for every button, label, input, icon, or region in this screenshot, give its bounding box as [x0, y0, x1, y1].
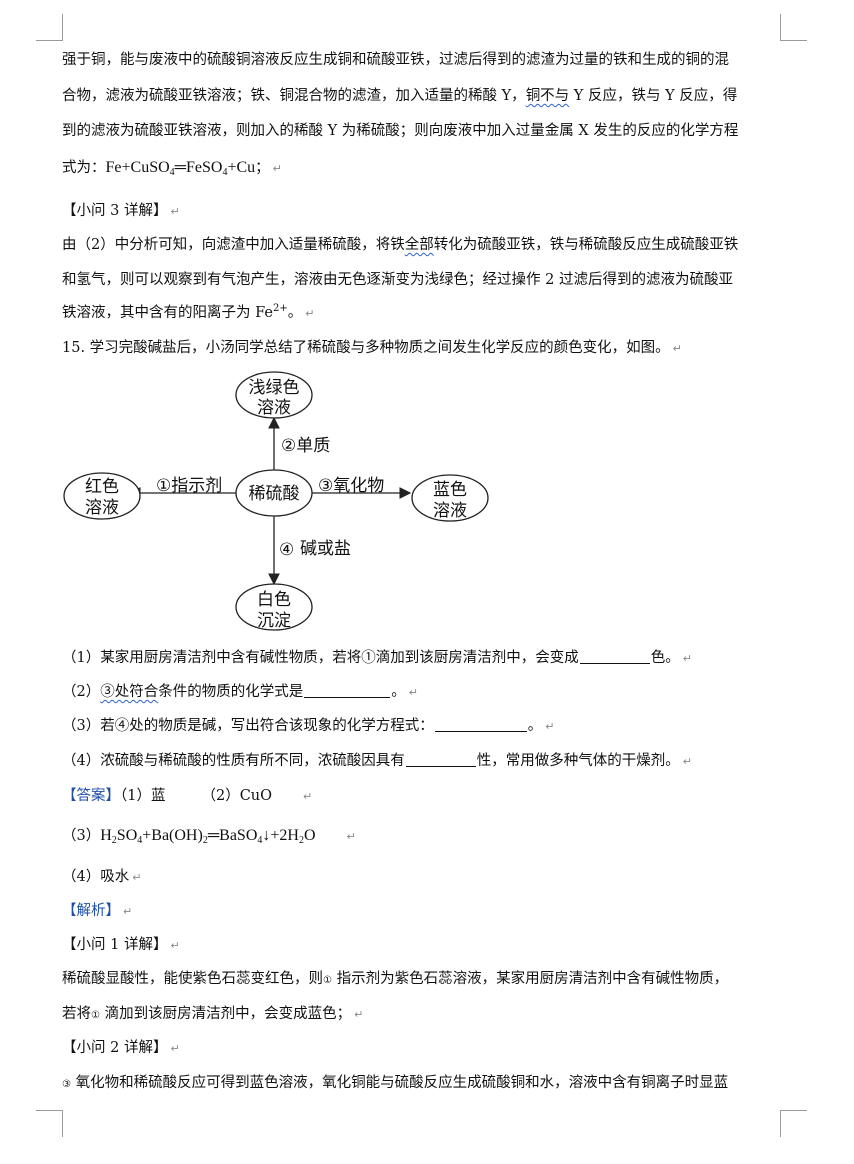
paragraph-mark-icon: ↵	[545, 720, 555, 733]
node-right-label-1: 蓝色	[433, 480, 467, 500]
chemical-equation: Fe+CuSO4═FeSO4+Cu	[105, 159, 256, 178]
grammar-flag: 铜不与	[525, 88, 570, 104]
node-left-label-2: 溶液	[85, 498, 119, 518]
text-line-8: 铁溶液，其中含有的阳离子为 Fe2+。↵	[62, 303, 315, 321]
answer-blank	[579, 649, 650, 664]
arrow-right-label: ③氧化物	[318, 476, 384, 496]
node-left-label-1: 红色	[85, 477, 119, 497]
arrow-down-number: ④	[279, 540, 294, 560]
arrow-up-label: ②单质	[281, 436, 330, 456]
answer-blank	[434, 717, 527, 732]
text-line-4: 式为：Fe+CuSO4═FeSO4+Cu；↵	[62, 159, 282, 178]
paragraph-mark-icon: ↵	[132, 871, 142, 884]
paragraph-mark-icon: ↵	[123, 905, 133, 918]
grammar-flag: ③处符合	[100, 684, 159, 700]
node-top-label-2: 溶液	[257, 398, 291, 418]
arrow-down-label: 碱或盐	[300, 539, 351, 559]
crop-mark-top-right	[780, 14, 807, 41]
paragraph-mark-icon: ↵	[170, 939, 180, 952]
section-heading-q2: 【小问 2 详解】↵	[62, 1040, 180, 1056]
crop-mark-top-left	[36, 14, 63, 41]
paragraph-mark-icon: ↵	[170, 1042, 180, 1055]
node-top	[235, 371, 313, 419]
paragraph-mark-icon: ↵	[303, 790, 313, 803]
text-line-3: 到的滤液为硫酸亚铁溶液，则加入的稀酸 Y 为稀硫酸；则向废液中加入过量金属 X …	[62, 123, 739, 139]
text-line-1: 强于铜，能与废液中的硫酸铜溶液反应生成铜和硫酸亚铁，过滤后得到的滤渣为过量的铁和…	[62, 52, 729, 68]
arrow-left-label: ①指示剂	[156, 476, 222, 496]
analysis-label: 【解析】	[62, 903, 120, 919]
text-line-7: 和氢气，则可以观察到有气泡产生，溶液由无色逐渐变为浅绿色；经过操作 2 过滤后得…	[62, 272, 733, 288]
sub-question-3: （3）若④处的物质是碱，写出符合该现象的化学方程式：。↵	[62, 717, 555, 734]
node-right-label-2: 溶液	[433, 501, 467, 521]
paragraph-mark-icon: ↵	[408, 686, 418, 699]
text-line-18: 稀硫酸显酸性，能使紫色石蕊变红色，则① 指示剂为紫色石蕊溶液，某家用厨房清洁剂中…	[62, 971, 729, 987]
analysis-label-line: 【解析】↵	[62, 901, 802, 922]
node-center-label: 稀硫酸	[249, 484, 300, 504]
answer-line-3: （3）H2SO4+Ba(OH)2═BaSO4↓+2H2O↵	[62, 827, 356, 846]
paragraph-mark-icon: ↵	[354, 1008, 364, 1021]
paragraph-mark-icon: ↵	[305, 307, 315, 320]
answer-blank	[304, 683, 391, 698]
paragraph-mark-icon: ↵	[672, 342, 682, 355]
node-right	[411, 474, 489, 522]
chemical-equation: H2SO4+Ba(OH)2═BaSO4↓+2H2O	[100, 827, 316, 846]
crop-mark-bottom-left	[36, 1110, 63, 1137]
node-top-label-1: 浅绿色	[249, 378, 300, 398]
reaction-diagram: 浅绿色 溶液 稀硫酸 红色 溶液 蓝色 溶液 白色 沉淀 ②单质 ①指示剂 ③氧…	[63, 371, 489, 631]
paragraph-mark-icon: ↵	[682, 755, 692, 768]
node-bottom	[235, 583, 313, 631]
node-left	[63, 472, 141, 520]
text-line-6: 由（2）中分析可知，向滤渣中加入适量稀硫酸，将铁全部转化为硫酸亚铁，铁与稀硫酸反…	[62, 237, 739, 253]
paragraph-mark-icon: ↵	[682, 652, 692, 665]
paragraph-mark-icon: ↵	[346, 830, 356, 843]
crop-mark-bottom-right	[780, 1110, 807, 1137]
text-line-2: 合物，滤液为硫酸亚铁溶液；铁、铜混合物的滤渣，加入适量的稀酸 Y，铜不与 Y 反…	[62, 88, 738, 104]
sub-question-1: （1）某家用厨房清洁剂中含有碱性物质，若将①滴加到该厨房清洁剂中，会变成色。↵	[62, 649, 692, 666]
node-bottom-label-1: 白色	[257, 590, 291, 610]
sub-question-2: （2）③处符合条件的物质的化学式是。↵	[62, 683, 418, 700]
answer-blank	[405, 752, 476, 767]
section-heading-q1: 【小问 1 详解】↵	[62, 937, 180, 953]
paragraph-mark-icon: ↵	[170, 205, 180, 218]
text-line-19: 若将① 滴加到该厨房清洁剂中，会变成蓝色；↵	[62, 1006, 364, 1022]
grammar-flag: 全部	[404, 237, 434, 253]
answer-line-1: 【答案】（1）蓝（2）CuO↵	[62, 788, 313, 804]
paragraph-mark-icon: ↵	[272, 162, 282, 175]
section-heading-q3: 【小问 3 详解】↵	[62, 203, 180, 219]
answer-label: 【答案】	[62, 788, 120, 804]
sub-question-4: （4）浓硫酸与稀硫酸的性质有所不同，浓硫酸因具有性，常用做多种气体的干燥剂。↵	[62, 752, 692, 769]
question-15-stem: 15. 学习完酸碱盐后，小汤同学总结了稀硫酸与多种物质之间发生化学反应的颜色变化…	[62, 340, 682, 356]
answer-line-4: （4）吸水↵	[62, 869, 142, 885]
node-bottom-label-2: 沉淀	[257, 611, 291, 631]
text-line-21: ③ 氧化物和稀硫酸反应可得到蓝色溶液，氧化铜能与硫酸反应生成硫酸铜和水，溶液中含…	[62, 1075, 729, 1091]
node-center	[235, 469, 313, 517]
